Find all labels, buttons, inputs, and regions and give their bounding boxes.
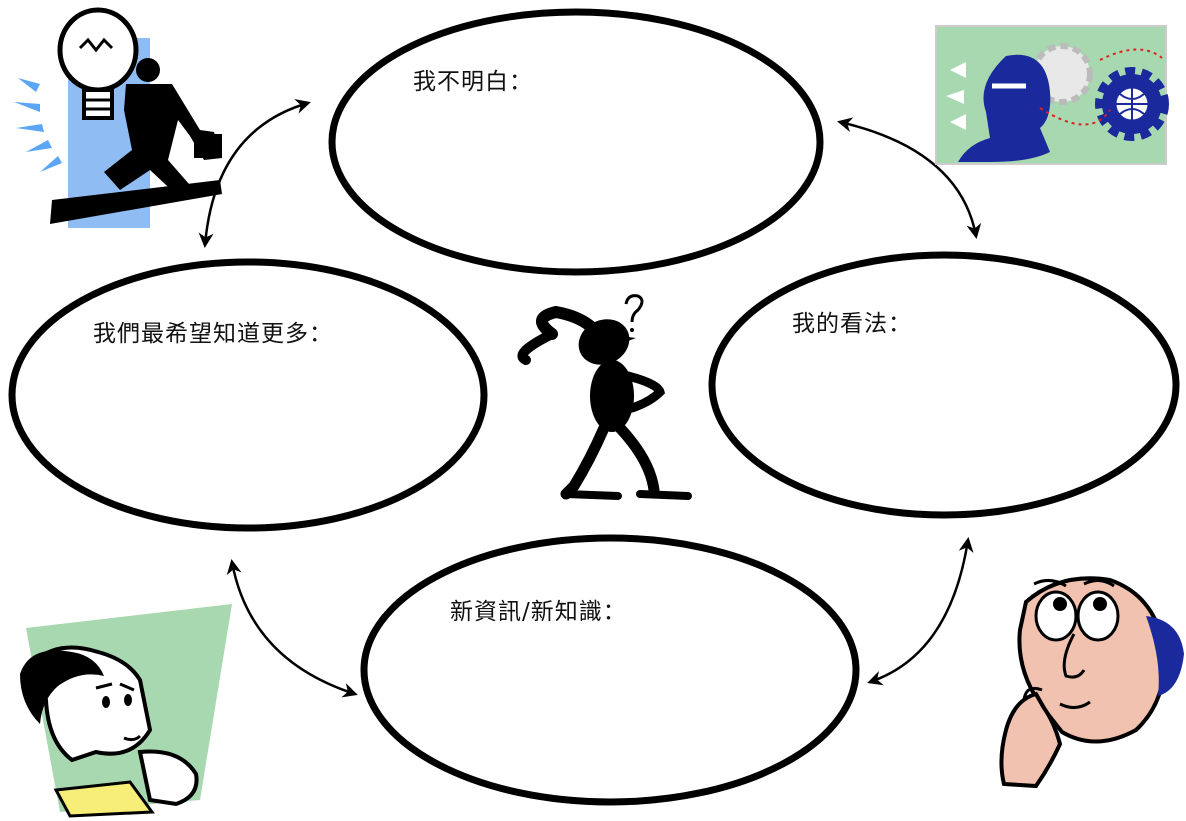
top-oval-label: 我不明白： [413,69,533,95]
bottom-oval [360,534,860,806]
bottom-oval-label: 新資訊/新知識： [450,599,627,625]
arrow-top-left [198,99,311,248]
arrow-top-right [837,117,982,239]
looking-up-man-icon [999,576,1184,789]
top-oval [328,8,824,276]
thinking-stickman-icon [517,294,692,500]
left-oval-label: 我們最希望知道更多： [93,321,333,347]
right-oval-label: 我的看法： [792,311,912,337]
arrow-left-bottom [226,559,358,698]
gears-head-icon [935,25,1169,165]
pondering-man-icon [20,604,232,818]
lightbulb-businessman-icon [14,7,222,228]
arrow-right-bottom [867,537,974,686]
right-oval [708,251,1180,519]
left-oval [8,258,488,532]
